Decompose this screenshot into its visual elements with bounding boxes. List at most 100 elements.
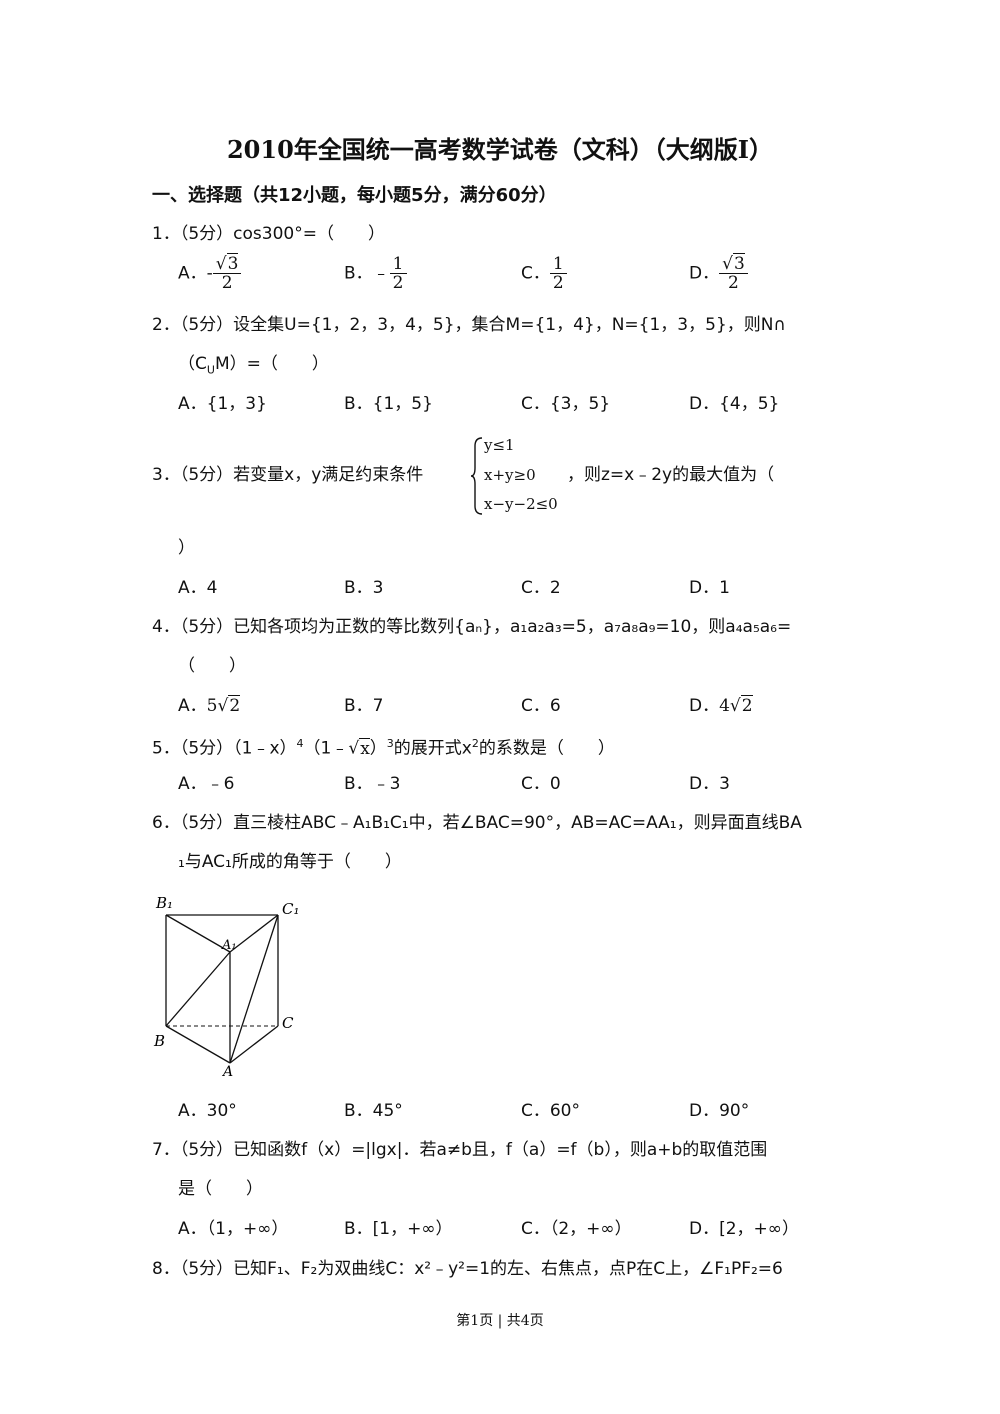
q3-option-d: D．1 <box>689 578 730 598</box>
q2-option-a: A．{1，3} <box>178 394 267 414</box>
subscript: U <box>206 363 215 377</box>
question-text: （5分）（1﹣x） <box>179 738 297 759</box>
question-1: 1．（5分）cos300°=（ ） <box>152 223 385 245</box>
question-4: 4．（5分）已知各项均为正数的等比数列{aₙ}，a₁a₂a₃=5，a₇a₈a₉=… <box>152 616 791 638</box>
question-number: 4． <box>152 617 180 637</box>
numerator: 1 <box>389 255 407 274</box>
radicand: 2 <box>228 695 241 716</box>
q5-option-b: B．﹣3 <box>344 774 401 794</box>
question-3: 3．（5分）若变量x，y满足约束条件 <box>152 464 423 486</box>
q6-option-d: D．90° <box>689 1101 750 1121</box>
question-text: （C <box>178 354 207 374</box>
exponent: 2 <box>471 737 479 750</box>
question-3-tail: ，则z=x﹣2y的最大值为（ <box>567 465 775 485</box>
denominator: 2 <box>552 273 564 293</box>
numerator: 3 <box>732 253 745 274</box>
question-6-line2: ₁与AC₁所成的角等于（ ） <box>178 852 402 872</box>
numerator: 1 <box>549 255 567 274</box>
question-text: （5分）直三棱柱ABC﹣A₁B₁C₁中，若∠BAC=90°，AB=AC=AA₁，… <box>179 813 802 833</box>
question-2: 2．（5分）设全集U={1，2，3，4，5}，集合M={1，4}，N={1，3，… <box>152 314 786 336</box>
radicand: 2 <box>740 695 753 716</box>
coefficient: 5 <box>206 696 218 716</box>
question-text: （5分）已知函数f（x）=|lgx|．若a≠b且，f（a）=f（b），则a+b的… <box>179 1140 768 1160</box>
q3-option-a: A．4 <box>178 578 218 598</box>
constraint-system: y≤1 x+y≥0 x−y−2≤0 <box>470 436 570 516</box>
question-text: 的展开式x <box>393 738 472 759</box>
q6-option-a: A．30° <box>178 1101 237 1121</box>
option-letter: B． <box>344 263 373 284</box>
vertex-label-a1: A₁ <box>221 938 237 953</box>
question-number: 7． <box>152 1140 180 1160</box>
numerator: 3 <box>226 253 239 274</box>
question-text: （5分）若变量x，y满足约束条件 <box>179 465 424 485</box>
q4-option-d: D．4√2 <box>689 695 753 716</box>
option-letter: A． <box>178 696 207 716</box>
exponent: 4 <box>296 737 304 750</box>
question-6: 6．（5分）直三棱柱ABC﹣A₁B₁C₁中，若∠BAC=90°，AB=AC=AA… <box>152 812 802 834</box>
constraint-2: x+y≥0 <box>484 466 536 484</box>
question-4-line2: （ ） <box>178 656 246 676</box>
q7-option-c: C．（2，+∞） <box>521 1219 632 1239</box>
question-text: （1﹣ <box>303 738 349 759</box>
q4-option-a: A．5√2 <box>178 695 241 716</box>
q5-option-a: A．﹣6 <box>178 774 235 794</box>
question-text: ） <box>369 738 387 759</box>
question-number: 1． <box>152 224 180 244</box>
q7-option-d: D．[2，+∞） <box>689 1219 799 1239</box>
question-number: 6． <box>152 813 180 833</box>
question-8: 8．（5分）已知F₁、F₂为双曲线C：x²﹣y²=1的左、右焦点，点P在C上，∠… <box>152 1258 783 1280</box>
question-text: （5分）已知F₁、F₂为双曲线C：x²﹣y²=1的左、右焦点，点P在C上，∠F₁… <box>179 1259 783 1279</box>
vertex-label-b1: B₁ <box>155 894 173 912</box>
minus-sign: - <box>206 263 213 284</box>
denominator: 2 <box>728 273 739 293</box>
option-letter: C． <box>521 263 550 284</box>
question-number: 3． <box>152 465 180 485</box>
option-letter: D． <box>689 696 720 716</box>
q6-option-b: B．45° <box>344 1101 403 1121</box>
vertex-label-b: B <box>153 1032 165 1050</box>
exponent: 3 <box>386 737 394 750</box>
q2-option-d: D．{4，5} <box>689 394 780 414</box>
q4-option-c: C．6 <box>521 696 561 716</box>
denominator: 2 <box>392 273 404 293</box>
question-number: 8． <box>152 1259 180 1279</box>
q6-option-c: C．60° <box>521 1101 581 1121</box>
vertex-label-c: C <box>282 1014 294 1032</box>
denominator: 2 <box>221 273 233 293</box>
left-brace-icon <box>470 437 483 515</box>
option-letter: A． <box>178 263 207 284</box>
radicand: x <box>359 737 370 759</box>
q5-option-d: D．3 <box>689 774 730 794</box>
q2-option-c: C．{3，5} <box>521 394 611 414</box>
question-text: （5分）cos300°=（ ） <box>179 224 385 244</box>
question-2-line2: （CUM）=（ ） <box>178 353 329 381</box>
vertex-label-a: A <box>221 1064 233 1080</box>
q2-option-b: B．{1，5} <box>344 394 433 414</box>
q7-option-a: A．（1，+∞） <box>178 1219 289 1239</box>
prism-figure: B₁ C₁ A₁ B C A <box>153 894 300 1080</box>
constraint-1: y≤1 <box>484 436 515 454</box>
page-footer: 第1页 | 共4页 <box>456 1313 544 1329</box>
q7-option-b: B．[1，+∞） <box>344 1219 453 1239</box>
option-letter: D． <box>689 263 720 284</box>
q5-option-c: C．0 <box>521 774 561 794</box>
q4-option-b: B．7 <box>344 696 384 716</box>
question-text: 的系数是（ ） <box>478 738 615 759</box>
question-number: 5． <box>152 738 180 759</box>
coefficient: 4 <box>719 696 730 716</box>
question-7: 7．（5分）已知函数f（x）=|lgx|．若a≠b且，f（a）=f（b），则a+… <box>152 1139 767 1161</box>
constraint-3: x−y−2≤0 <box>484 495 558 513</box>
question-text: M）=（ ） <box>214 354 329 374</box>
page-title: 2010年全国统一高考数学试卷（文科）（大纲版Ⅰ） <box>226 135 774 164</box>
vertex-label-c1: C₁ <box>282 900 300 918</box>
question-5: 5．（5分）（1﹣x）4（1﹣√x）3的展开式x2的系数是（ ） <box>152 737 615 759</box>
question-7-line2: 是（ ） <box>178 1179 263 1199</box>
